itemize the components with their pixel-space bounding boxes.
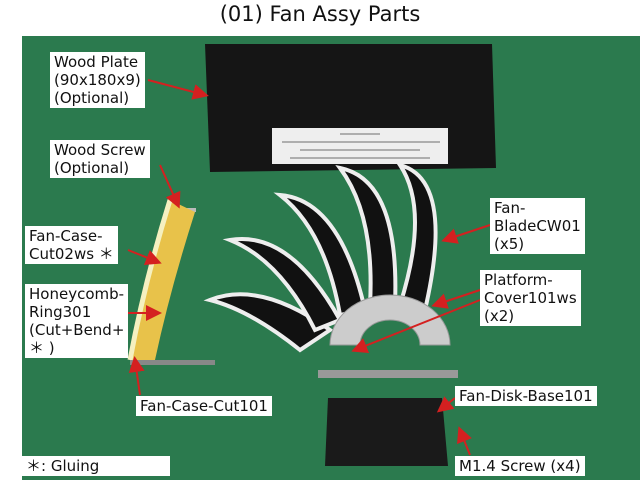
pointer-arrows: [122, 79, 491, 456]
fan-case-strip: [130, 360, 215, 365]
page-title: (01) Fan Assy Parts: [219, 2, 421, 26]
label-fan-case-cut02ws: Fan-Case- Cut02ws ＊: [25, 226, 118, 264]
label-fan-blade: Fan- BladeCW01 (x5): [490, 198, 585, 254]
sticker-text-lines: [282, 133, 440, 159]
platform-cover: [329, 294, 451, 346]
label-m14-screw: M1.4 Screw (x4): [455, 456, 585, 476]
label-fan-disk-base: Fan-Disk-Base101: [455, 386, 597, 406]
label-fan-case-cut101: Fan-Case-Cut101: [136, 396, 272, 416]
label-platform-cover: Platform- Cover101ws (x2): [480, 270, 581, 326]
label-wood-plate: Wood Plate (90x180x9) (Optional): [50, 52, 145, 108]
label-wood-screw: Wood Screw (Optional): [50, 140, 150, 178]
fan-disk-base: [325, 398, 448, 466]
legend-gluing: ＊: Gluing: [22, 456, 170, 476]
label-honeycomb-ring: Honeycomb- Ring301 (Cut+Bend+ ＊ ): [25, 284, 129, 358]
